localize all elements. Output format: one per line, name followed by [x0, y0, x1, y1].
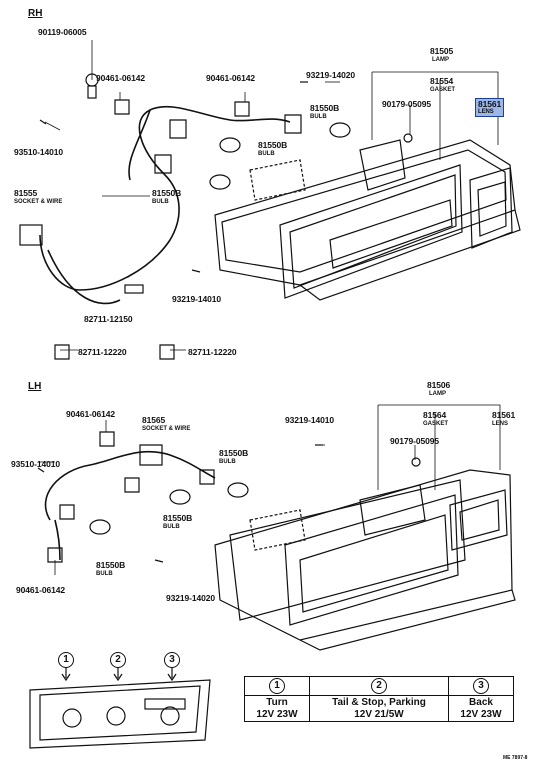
part-81554[interactable]: 81554 [430, 76, 454, 86]
part-81565-desc: SOCKET & WIRE [142, 426, 191, 432]
part-81554-desc: GASKET [430, 87, 456, 93]
section-header-rh: RH [28, 8, 43, 19]
part-81561-lh[interactable]: 81561 [492, 410, 516, 420]
part-81550b-lh-a[interactable]: 81550B [219, 448, 249, 458]
table-header-3: 3 [473, 678, 489, 694]
part-93219-14020-rh[interactable]: 93219-14020 [306, 70, 356, 80]
part-82711-12220-a[interactable]: 82711-12220 [78, 347, 127, 357]
inset-marker-1: 1 [58, 652, 74, 668]
part-90119-06005[interactable]: 90119-06005 [38, 27, 87, 37]
rh-leader-lines [44, 40, 499, 351]
part-81550b-lh-b[interactable]: 81550B [163, 513, 193, 523]
lh-sockets [47, 431, 215, 563]
part-81561-rh: 81561 [478, 99, 502, 109]
table-header-2: 2 [370, 678, 387, 694]
part-81565[interactable]: 81565 [142, 415, 166, 425]
part-81564-desc: GASKET [423, 421, 449, 427]
inset-marker-2: 2 [110, 652, 126, 668]
part-81550b-lh-c[interactable]: 81550B [96, 560, 126, 570]
bulb-spec-tail-stop: 12V 21/5W [354, 708, 404, 720]
part-93219-14010-rh[interactable]: 93219-14010 [172, 294, 222, 304]
part-81550b-rh-a-desc: BULB [310, 114, 327, 120]
section-header-lh: LH [28, 381, 42, 392]
table-row: 1 2 3 [244, 676, 514, 696]
part-81561-rh-highlighted[interactable]: 81561 LENS [475, 98, 505, 117]
part-81550b-rh-a[interactable]: 81550B [310, 103, 340, 113]
lh-bulbs [37, 444, 421, 563]
part-90179-05095-lh[interactable]: 90179-05095 [390, 436, 440, 446]
lh-wire-harness [44, 450, 216, 561]
bulb-spec-back: 12V 23W [460, 708, 502, 720]
rh-sockets [19, 73, 302, 360]
part-81555-desc: SOCKET & WIRE [14, 199, 63, 205]
part-81561-rh-desc: LENS [478, 108, 494, 115]
rh-lamp-housing [214, 139, 521, 301]
part-81555[interactable]: 81555 [14, 188, 38, 198]
bulb-name-tail-stop: Tail & Stop, Parking [332, 697, 426, 708]
part-81550b-rh-c-desc: BULB [152, 199, 169, 205]
part-93219-14020-lh[interactable]: 93219-14020 [166, 593, 216, 603]
part-90179-05095-rh[interactable]: 90179-05095 [382, 99, 432, 109]
part-81550b-lh-b-desc: BULB [163, 524, 180, 530]
part-81550b-rh-b[interactable]: 81550B [258, 140, 288, 150]
bulb-spec-turn: 12V 23W [256, 708, 298, 720]
part-81550b-lh-c-desc: BULB [96, 571, 113, 577]
part-90461-06142-a[interactable]: 90461-06142 [96, 73, 146, 83]
inset-marker-3: 3 [164, 652, 180, 668]
part-82711-12220-b[interactable]: 82711-12220 [188, 347, 237, 357]
part-81505[interactable]: 81505 [430, 46, 454, 56]
part-81506-desc: LAMP [429, 391, 446, 397]
part-93510-14010-lh[interactable]: 93510-14010 [11, 459, 61, 469]
part-81550b-rh-c[interactable]: 81550B [152, 188, 182, 198]
part-82711-12150[interactable]: 82711-12150 [84, 314, 133, 324]
table-row: Turn 12V 23W Tail & Stop, Parking 12V 21… [244, 695, 514, 722]
part-81550b-rh-b-desc: BULB [258, 151, 275, 157]
part-90461-06142-lh-b[interactable]: 90461-06142 [16, 585, 66, 595]
part-93219-14010-lh[interactable]: 93219-14010 [285, 415, 335, 425]
lh-lamp-housing [214, 469, 516, 651]
part-81564[interactable]: 81564 [423, 410, 447, 420]
inset-lamp-view [29, 668, 211, 749]
part-93510-14010-rh[interactable]: 93510-14010 [14, 147, 64, 157]
part-90461-06142-lh-a[interactable]: 90461-06142 [66, 409, 116, 419]
part-81506[interactable]: 81506 [427, 380, 451, 390]
part-81505-desc: LAMP [432, 57, 449, 63]
bulb-name-back: Back [469, 697, 493, 708]
rh-wire-harness [39, 105, 291, 305]
bulb-name-turn: Turn [266, 697, 288, 708]
diagram-reference-code: ME 7897-8 [503, 755, 528, 761]
part-90461-06142-b[interactable]: 90461-06142 [206, 73, 256, 83]
part-81550b-lh-a-desc: BULB [219, 459, 236, 465]
part-81561-lh-desc: LENS [492, 421, 509, 427]
rh-bulbs [39, 81, 413, 273]
bulb-spec-table: 1 2 3 Turn 12V 23W Tail & Stop, Parking … [244, 676, 514, 722]
lh-leader-lines [38, 404, 501, 575]
table-header-1: 1 [268, 678, 285, 694]
